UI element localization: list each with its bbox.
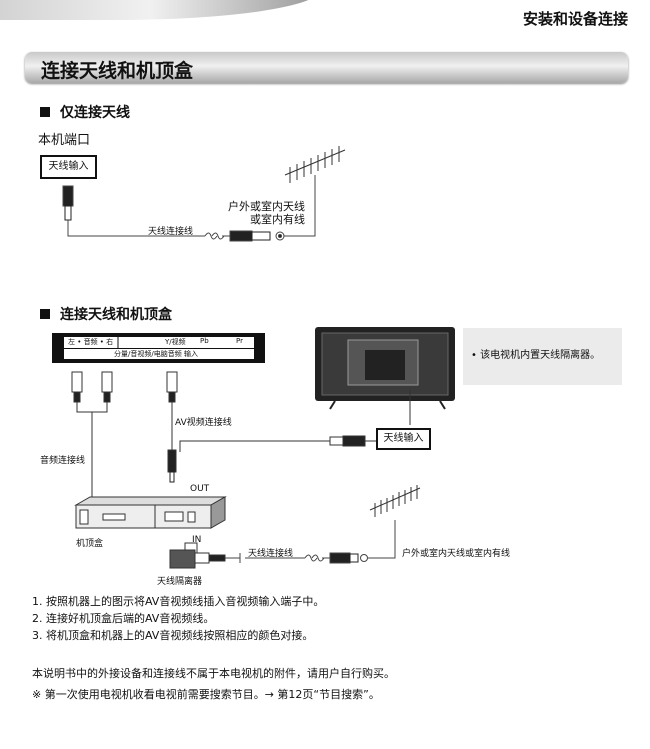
step-1: 1. 按照机器上的图示将AV音视频线插入音视频输入端子中。 xyxy=(32,595,325,608)
part2-heading-text: 连接天线和机顶盒 xyxy=(60,307,172,323)
antenna-input-port: 天线输入 xyxy=(40,155,97,179)
antenna-icon-2 xyxy=(369,485,421,517)
antenna-cable-1 xyxy=(62,175,316,242)
search-tip: ※ 第一次使用电视机收看电视前需要搜索节目。→ 第12页“节目搜索”。 xyxy=(32,688,380,701)
tv-rear-icon xyxy=(315,327,455,410)
antenna-icon-1 xyxy=(284,146,346,183)
port-label: 本机端口 xyxy=(38,133,91,148)
panel-pb-label: Pb xyxy=(200,337,209,345)
note-text: • 该电视机内置天线隔离器。 xyxy=(471,350,601,361)
tv-antenna-cable xyxy=(179,390,411,452)
disclaimer: 本说明书中的外接设备和连接线不属于本电视机的附件，请用户自行购买。 xyxy=(32,667,395,680)
av-cable-label: AV视频连接线 xyxy=(175,418,232,428)
square-bullet-icon xyxy=(40,309,50,319)
square-bullet-icon xyxy=(40,107,50,117)
set-top-box-icon xyxy=(74,496,227,529)
section-banner: 连接天线和机顶盒 xyxy=(25,52,628,83)
note-content: 该电视机内置天线隔离器。 xyxy=(480,350,601,361)
note-box: • 该电视机内置天线隔离器。 xyxy=(463,328,622,385)
antenna-label-line2: 或室内有线 xyxy=(250,213,305,226)
panel-pr-label: Pr xyxy=(236,337,243,345)
antenna-label-1: 户外或室内天线 或室内有线 xyxy=(228,200,305,226)
antenna-cable-2 xyxy=(225,520,396,564)
panel-y-label: Y/视频 xyxy=(165,338,186,346)
section-title: 连接天线和机顶盒 xyxy=(41,60,194,82)
chapter-title: 安装和设备连接 xyxy=(522,10,628,28)
tv-antenna-input-port: 天线输入 xyxy=(376,428,431,450)
av-cable xyxy=(71,371,178,502)
in-label: IN xyxy=(192,535,202,545)
part1-heading: 仅连接天线 xyxy=(40,102,130,122)
out-label: OUT xyxy=(190,484,210,494)
isolator-label: 天线隔离器 xyxy=(157,577,203,587)
cable-label-2: 天线连接线 xyxy=(248,549,294,559)
antenna-label-2: 户外或室内天线或室内有线 xyxy=(402,549,511,559)
part2-heading: 连接天线和机顶盒 xyxy=(40,304,172,324)
panel-audio-label: 左 • 音频 • 右 xyxy=(68,338,114,346)
steps-list: 1. 按照机器上的图示将AV音视频线插入音视频输入端子中。 2. 连接好机顶盒后… xyxy=(32,593,324,644)
part1-heading-text: 仅连接天线 xyxy=(60,105,130,121)
panel-caption: 分量/音视频/电脑音频 输入 xyxy=(114,350,198,358)
step-3: 3. 将机顶盒和机器上的AV音视频线按照相应的颜色对接。 xyxy=(32,629,314,642)
audio-cable-label: 音频连接线 xyxy=(40,456,86,466)
stb-label: 机顶盒 xyxy=(76,539,104,549)
step-2: 2. 连接好机顶盒后端的AV音视频线。 xyxy=(32,612,215,625)
antenna-label-line1: 户外或室内天线 xyxy=(228,200,305,213)
cable-label-1: 天线连接线 xyxy=(148,227,194,237)
isolator-icon xyxy=(169,542,226,569)
